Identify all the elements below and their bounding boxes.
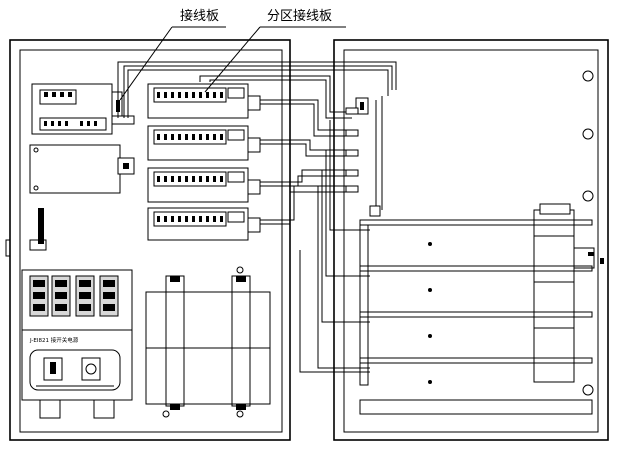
callout-terminal-board: 接线板 [180,8,219,24]
callout-zone-terminal-board: 分区接线板 [267,8,332,24]
zone-terminal-board-4 [147,207,261,241]
zone-terminal-board-2 [147,125,261,161]
cabinet-door [333,39,609,441]
door-relay [355,97,381,217]
power-supply-module: J-EI821 接开关电源 [21,269,133,419]
wiring-harness [117,61,397,373]
zone-terminal-board-3 [147,167,261,203]
callout-terminal-board-leader [119,26,173,101]
transformer [145,266,271,418]
terminal-board [31,83,135,135]
wall-bracket [29,208,47,251]
callout-zone-terminal-board-leader [204,26,261,93]
cylinder-module [533,203,604,383]
zone-terminal-board-1 [147,83,261,119]
mounting-plate [29,144,135,194]
cabinet-body [5,39,291,441]
power-supply-label: J-EI821 接开关电源 [29,336,79,344]
